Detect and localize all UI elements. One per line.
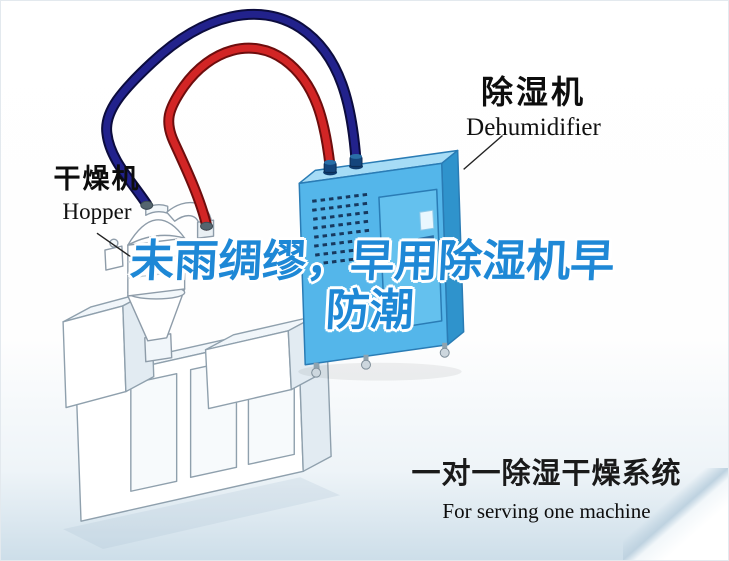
return-hose-body: [103, 10, 360, 208]
caster-wheels: [311, 342, 450, 378]
hopper-band: [127, 270, 185, 279]
panel-door: [130, 372, 178, 492]
system-caption-en: For serving one machine: [442, 499, 651, 523]
machine-ground-shadow: [63, 477, 341, 550]
hopper-dome: [127, 219, 186, 246]
page-curl-decoration: [623, 468, 728, 560]
door-handle: [381, 257, 386, 273]
slogan-text: 未雨绸缪，早用除湿机早 防潮: [70, 237, 671, 336]
door-sticker: [419, 209, 435, 231]
pointer-line-dehumidifier: [463, 134, 503, 170]
hopper-cylinder: [127, 237, 186, 297]
hopper-band: [127, 254, 185, 263]
dehumidifier-label: 除湿机 Dehumidifier: [426, 74, 641, 142]
supply-fitting-top: [323, 159, 338, 176]
hopper-label: 干燥机 Hopper: [31, 164, 163, 224]
supply-hose-body: [165, 44, 334, 229]
slogan-line2: 防潮: [324, 286, 415, 336]
supply-fitting-hopper: [200, 221, 214, 231]
pointer-line-hopper: [96, 232, 138, 262]
hopper-side-knob: [109, 238, 119, 248]
return-fitting-top: [349, 153, 364, 170]
slogan-line1: 未雨绸缪，早用除湿机早: [129, 237, 616, 286]
return-fitting-hopper: [140, 200, 154, 210]
system-caption: 一对一除湿干燥系统 For serving one machine: [394, 450, 699, 524]
vent-grid: [312, 192, 372, 266]
hopper-dryer-illustration: [104, 201, 215, 363]
blue-return-hose: [101, 8, 362, 210]
hopper-label-en: Hopper: [62, 198, 132, 224]
hose-fittings: [140, 153, 364, 231]
dehumidifier-label-en: Dehumidifier: [466, 114, 601, 142]
hopper-label-cn: 干燥机: [53, 164, 141, 194]
door-control-panel: [417, 235, 435, 251]
dehumidifier-label-cn: 除湿机: [480, 74, 586, 110]
dehumidifier-shadow: [298, 362, 462, 381]
red-supply-hose: [163, 42, 336, 231]
dehumidifier-unit-illustration: [298, 149, 465, 381]
system-caption-cn: 一对一除湿干燥系统: [411, 458, 682, 490]
